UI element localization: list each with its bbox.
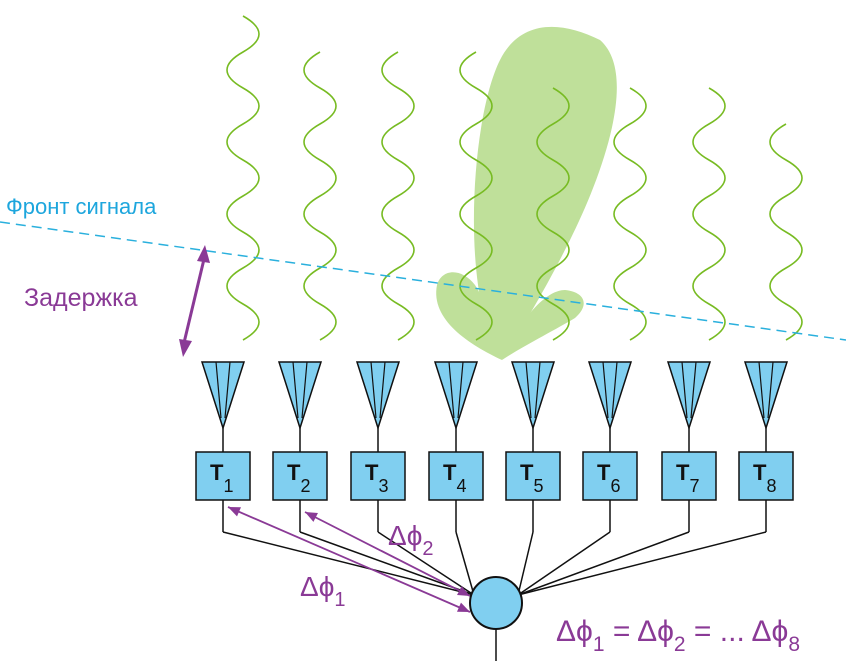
wave-icon xyxy=(769,123,803,341)
module-t2: T2 xyxy=(272,451,328,501)
dphi1-arrow xyxy=(227,506,471,613)
wave-icon xyxy=(381,51,415,341)
feed-line-diagonal xyxy=(517,531,611,596)
feed-line-diagonal xyxy=(517,531,767,596)
module-t7: T7 xyxy=(661,451,717,501)
feed-line-diagonal xyxy=(377,531,475,596)
module-t1: T1 xyxy=(195,451,251,501)
antenna-icon xyxy=(743,361,789,452)
module-t8: T8 xyxy=(738,451,794,501)
module-label: T5 xyxy=(520,460,543,496)
module-row: T1 T2 T3 T4 T5 T6 T7 T8 xyxy=(195,451,794,501)
dphi2-subscript: 2 xyxy=(422,538,433,560)
dphi2-label: Δϕ2 xyxy=(388,520,434,560)
delay-arrow-head-top xyxy=(197,245,210,263)
antenna-icon xyxy=(277,361,323,452)
feed-line-diagonal xyxy=(222,531,475,596)
feed-line-diagonal xyxy=(517,531,690,596)
module-t6: T6 xyxy=(582,451,638,501)
module-t5: T5 xyxy=(505,451,561,501)
dphi1-symbol: Δϕ xyxy=(300,571,334,602)
wave-group xyxy=(226,15,803,341)
module-t3: T3 xyxy=(350,451,406,501)
antenna-icon xyxy=(200,361,246,452)
feed-line-diagonal xyxy=(517,531,534,596)
signal-front-line xyxy=(0,221,846,341)
feed-network xyxy=(222,500,767,596)
wave-icon xyxy=(226,15,260,341)
module-label: T7 xyxy=(676,460,699,496)
module-t4: T4 xyxy=(428,451,484,501)
delay-arrow-head-bottom xyxy=(179,339,192,357)
dphi1-label: Δϕ1 xyxy=(300,571,346,611)
main-lobe xyxy=(473,26,617,360)
module-label: T4 xyxy=(443,460,466,496)
phase-equality-formula: Δϕ1 = Δϕ2 = ... Δϕ8 xyxy=(556,615,800,656)
dphi2-arrow xyxy=(304,511,471,597)
side-lobe-left xyxy=(436,272,502,360)
delay-arrow xyxy=(179,245,210,357)
combiner-node-icon xyxy=(469,576,523,630)
side-lobe-right xyxy=(502,290,584,360)
module-label: T1 xyxy=(210,460,233,496)
feed-line-diagonal xyxy=(455,531,475,596)
feed-line-diagonal xyxy=(299,531,475,596)
wave-icon xyxy=(303,51,337,341)
antenna-icon xyxy=(355,361,401,452)
antenna-icon xyxy=(666,361,712,452)
module-label: T6 xyxy=(597,460,620,496)
wave-icon xyxy=(613,87,647,341)
module-label: T2 xyxy=(287,460,310,496)
wave-icon xyxy=(536,87,570,341)
module-label: T8 xyxy=(753,460,776,496)
delay-label: Задержка xyxy=(24,284,138,312)
wave-icon xyxy=(459,51,493,341)
module-label: T3 xyxy=(365,460,388,496)
beam-pattern-icon xyxy=(436,26,617,360)
signal-front-label: Фронт сигнала xyxy=(6,194,157,219)
antenna-row xyxy=(200,361,789,452)
antenna-icon xyxy=(587,361,633,452)
wave-icon xyxy=(692,87,726,341)
antenna-icon xyxy=(510,361,556,452)
dphi1-subscript: 1 xyxy=(334,589,345,611)
delay-arrow-shaft xyxy=(181,254,207,348)
phase-arrows xyxy=(227,506,471,613)
antenna-icon xyxy=(433,361,479,452)
dphi2-symbol: Δϕ xyxy=(388,520,422,551)
